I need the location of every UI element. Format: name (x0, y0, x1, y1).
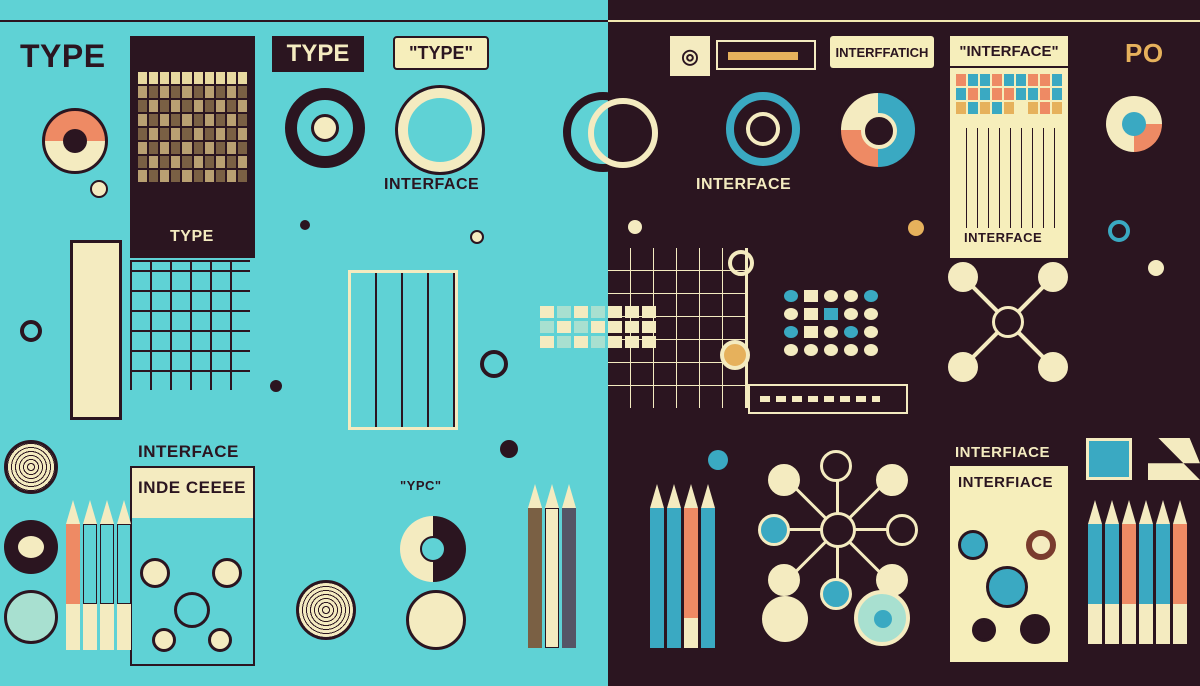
interface-label: INTERFACE (384, 176, 480, 193)
dot-matrix (784, 290, 878, 356)
chart-frame (348, 270, 458, 430)
type-heading: TYPE (20, 38, 106, 74)
target-dial-icon (285, 88, 365, 168)
funnel-icon (1148, 438, 1200, 480)
schematic-caption: INDE CEEEE (138, 478, 246, 497)
pencil-set-center (528, 484, 576, 648)
interface-quoted-label: "INTERFACE" (950, 36, 1068, 66)
compass-icon (4, 590, 58, 644)
bottom-interface-label: INTERFACE (138, 442, 239, 461)
keypad-left (540, 306, 605, 348)
top-rail (0, 20, 608, 22)
pencil-set-left (66, 500, 131, 650)
network-hub-icon (948, 262, 1068, 382)
target-icon-tile: ◎ (670, 36, 710, 76)
slider-bar (748, 384, 908, 414)
keypad-right (608, 306, 656, 348)
type-grid-panel: TYPE (130, 36, 255, 258)
progress-strip (716, 40, 816, 70)
type-small-label: "YPC" (400, 478, 442, 493)
bottom-interface-label: INTERFIACE (955, 444, 1050, 461)
slider-strip (70, 240, 122, 420)
type-button: TYPE (272, 36, 364, 72)
interface-grid-panel: INTERFACE (950, 68, 1068, 258)
pencil-set-right-a (650, 484, 715, 648)
pie-dial-icon (42, 108, 108, 174)
right-panel-interface: ◎ INTERFFATICH "INTERFACE" PO INTERFACE … (588, 0, 1200, 686)
interface-button: INTERFFATICH (830, 36, 934, 68)
spiral-dial-icon (296, 580, 356, 640)
pencil-set-right-b (1088, 500, 1187, 644)
vinyl-dial-icon (4, 440, 58, 494)
network-star-icon (758, 450, 918, 610)
type-grid (130, 36, 255, 182)
schematic-caption-right: INTERFIACE (958, 474, 1053, 491)
half-dial-icon (400, 516, 466, 582)
interface-grid-caption: INTERFACE (964, 230, 1043, 245)
gauge-tile-icon (1086, 438, 1132, 480)
tricolor-dial-icon (838, 90, 918, 170)
wire-grid (130, 260, 250, 390)
type-quoted-label: "TYPE" (393, 36, 489, 70)
radar-dial-right-icon (588, 98, 658, 168)
gear-knob-icon (762, 596, 808, 642)
crosshair-dial-icon (395, 85, 485, 175)
type-grid-caption: TYPE (170, 228, 214, 245)
teal-dial-icon (726, 92, 800, 166)
corner-label: PO (1125, 38, 1164, 68)
left-panel-type: TYPE TYPE TYPE "TYPE" INTERFACE INTERFAC… (0, 20, 643, 666)
pie-dial-right-icon (1106, 96, 1162, 152)
quad-dial-icon (854, 590, 910, 646)
interface-label: INTERFACE (696, 176, 792, 193)
pie-half-icon (4, 520, 58, 574)
top-rail (608, 20, 1200, 22)
crosshair-dial-bottom-icon (406, 590, 466, 650)
schematic-panel-right: INTERFIACE (950, 466, 1068, 662)
schematic-panel: INDE CEEEE (130, 466, 255, 666)
interface-grid (950, 68, 1068, 114)
